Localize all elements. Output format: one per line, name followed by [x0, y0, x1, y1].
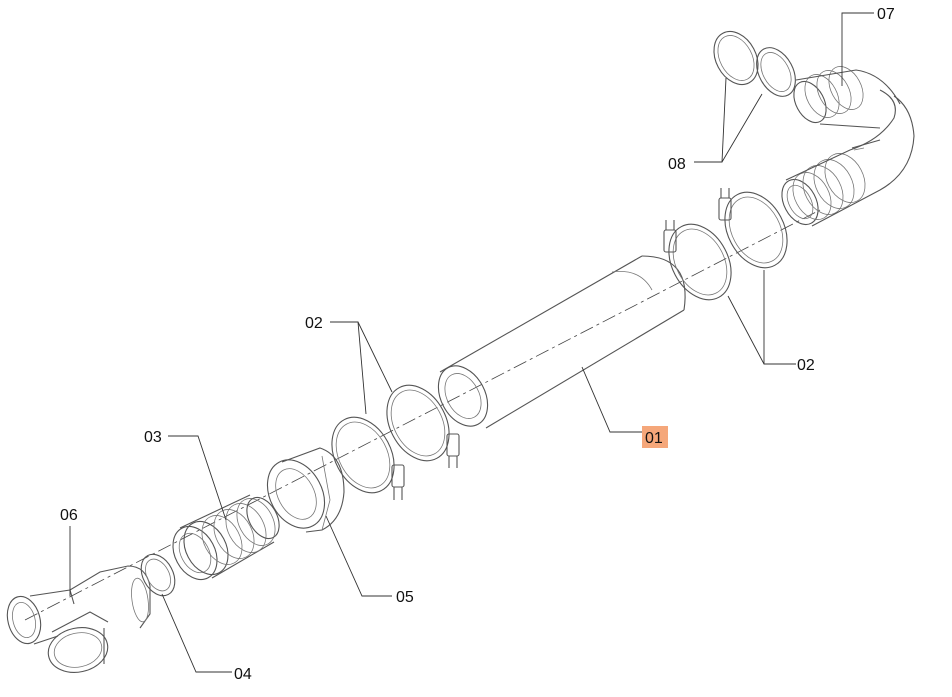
part-01-pipe[interactable] [429, 255, 686, 435]
leader-01 [581, 366, 642, 433]
part-02-clamp-lower-right[interactable] [712, 182, 799, 279]
part-07-corrugated-elbow[interactable] [775, 61, 915, 231]
part-08-o-ring-large[interactable] [705, 24, 767, 92]
leader-03 [168, 435, 227, 521]
leader-05 [325, 515, 392, 597]
leader-02-left [330, 321, 393, 415]
leader-04 [161, 593, 232, 673]
leader-08 [694, 77, 763, 163]
part-05-nut[interactable] [256, 447, 345, 538]
callout-01-highlight [642, 426, 668, 448]
callout-06[interactable]: 06 [60, 507, 78, 524]
callout-08[interactable]: 08 [668, 156, 686, 173]
part-02-clamp-lower-left[interactable] [319, 407, 406, 504]
callout-04[interactable]: 04 [234, 666, 252, 683]
part-08-o-ring-small[interactable] [749, 41, 803, 103]
assembly-axis [24, 209, 821, 621]
callout-03[interactable]: 03 [144, 429, 162, 446]
part-02-clamp-upper-left[interactable] [374, 375, 461, 472]
callout-01[interactable]: 01 [645, 430, 663, 447]
callout-07[interactable]: 07 [877, 6, 895, 23]
callout-05[interactable]: 05 [396, 589, 414, 606]
part-02-clamp-upper-right[interactable] [656, 214, 743, 311]
callout-02-right[interactable]: 02 [797, 357, 815, 374]
part-06-y-fitting[interactable] [2, 565, 151, 678]
callout-02-left[interactable]: 02 [305, 315, 323, 332]
part-03-corrugated-adapter[interactable] [164, 492, 285, 587]
leader-02-right [727, 270, 796, 365]
leader-07 [841, 12, 874, 86]
part-04-seal-ring[interactable] [134, 549, 181, 602]
